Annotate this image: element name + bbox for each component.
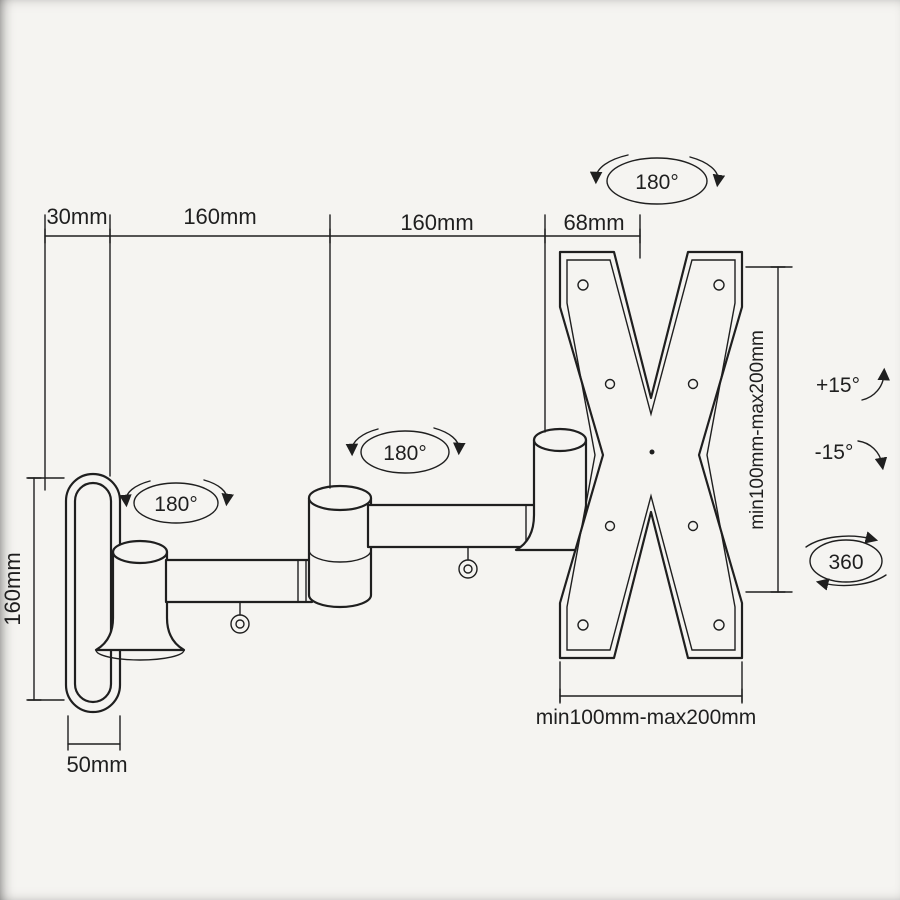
swivel-top-arrow-left	[589, 154, 629, 185]
top-dimension-chain	[44, 214, 641, 491]
swivel-wall-indicator: 180°	[119, 479, 234, 524]
elbow-body	[307, 496, 373, 609]
vesa-plate-inner-outline	[566, 259, 736, 651]
wall-joint-base	[95, 649, 185, 661]
vesa-hole-mid-tr	[687, 378, 699, 390]
lower-arm	[164, 558, 314, 634]
wall-swivel-joint	[94, 539, 186, 661]
rotation-360-label: 360	[828, 551, 863, 574]
lower-arm-ring-screw	[230, 614, 250, 634]
lower-arm-tube	[164, 558, 314, 604]
dim-68mm-label: 68mm	[563, 210, 624, 235]
wall-plate-inner	[73, 481, 113, 704]
dim-160mm-vertical-label: 160mm	[0, 552, 25, 625]
dim-50mm-label: 50mm	[66, 752, 127, 777]
swivel-mid-ellipse	[360, 430, 450, 474]
dim-30mm-label: 30mm	[46, 204, 107, 229]
swivel-top-ellipse	[606, 157, 708, 205]
wall-joint-cap	[111, 539, 169, 565]
vesa-bottom-dimension	[559, 661, 743, 704]
dim-160mm-a-label: 160mm	[183, 204, 256, 229]
vesa-hole-mid-bl	[604, 520, 616, 532]
rotation-360-ellipse	[809, 539, 883, 583]
rotation-360-indicator: 360	[805, 531, 887, 591]
swivel-mid-indicator: 180°	[345, 427, 466, 474]
swivel-wall-label: 180°	[154, 493, 197, 516]
vesa-hole-mid-br	[687, 520, 699, 532]
tilt-up-label: +15°	[816, 374, 860, 397]
tilt-up-arrow	[861, 367, 890, 401]
swivel-top-label: 180°	[635, 171, 678, 194]
swivel-mid-label: 180°	[383, 442, 426, 465]
vesa-side-dimension	[745, 266, 793, 593]
lower-arm-ring-screw-inner	[235, 619, 245, 629]
elbow-cap	[307, 484, 373, 512]
dim-160mm-b-label: 160mm	[400, 210, 473, 235]
vesa-side-label: min100mm-max200mm	[747, 330, 768, 530]
left-dimension	[26, 477, 65, 701]
vesa-center-mark	[649, 449, 655, 455]
upper-arm-ring-screw	[458, 559, 478, 579]
vesa-plate-outline	[558, 250, 744, 660]
vesa-hole-mid-tl	[604, 378, 616, 390]
swivel-wall-arrow-right	[203, 479, 234, 507]
swivel-top-arrow-right	[689, 156, 726, 188]
vesa-hole-br	[713, 619, 725, 631]
plate-joint-cap	[532, 427, 588, 453]
swivel-top-indicator: 180°	[589, 154, 726, 205]
tilt-indicator: +15° -15°	[815, 367, 890, 471]
swivel-wall-arrow-left	[119, 480, 151, 508]
base-dimension	[67, 715, 121, 751]
vesa-bottom-label: min100mm-max200mm	[536, 706, 757, 729]
upper-arm	[366, 503, 547, 579]
vesa-hole-tr	[713, 279, 725, 291]
swivel-mid-arrow-right	[433, 427, 466, 456]
tilt-down-label: -15°	[815, 441, 854, 464]
vesa-hole-tl	[577, 279, 589, 291]
rotation-360-arrow-top	[805, 531, 879, 548]
swivel-wall-ellipse	[133, 482, 219, 524]
upper-arm-ring-screw-inner	[463, 564, 473, 574]
swivel-mid-arrow-left	[345, 428, 379, 457]
elbow-joint	[307, 484, 373, 609]
tilt-down-arrow	[857, 440, 888, 471]
vesa-hole-bl	[577, 619, 589, 631]
elbow-seam	[308, 549, 372, 563]
rotation-360-arrow-bottom	[815, 574, 887, 591]
upper-arm-tube	[366, 503, 547, 549]
vesa-plate	[558, 250, 744, 660]
